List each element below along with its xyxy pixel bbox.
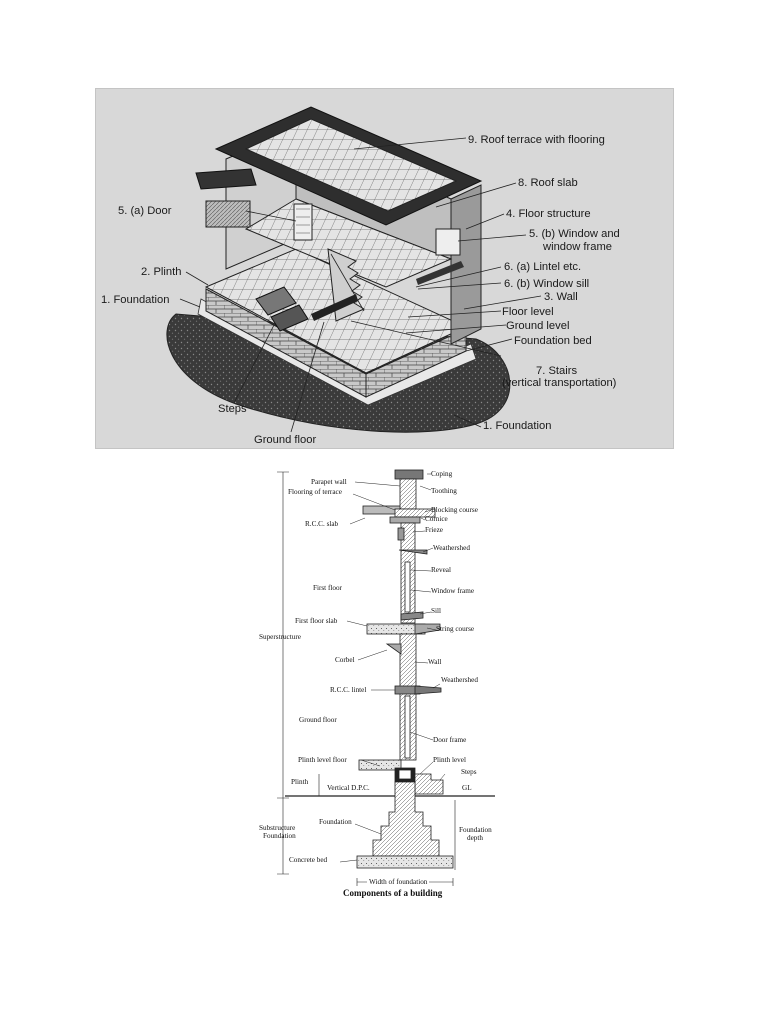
label-toothing: Toothing bbox=[431, 487, 457, 495]
label-rcc-lintel: R.C.C. lintel bbox=[330, 686, 367, 694]
label-stairs-line2: (vertical transportation) bbox=[502, 377, 617, 389]
label-blocking-course: Blocking course bbox=[431, 506, 478, 514]
building-isometric-drawing bbox=[166, 106, 542, 433]
label-roof-slab: 8. Roof slab bbox=[518, 177, 578, 189]
label-parapet-wall: Parapet wall bbox=[311, 478, 347, 486]
label-string-course: String course bbox=[436, 625, 475, 633]
building-isometric-figure: 9. Roof terrace with flooring 8. Roof sl… bbox=[95, 88, 674, 449]
label-plinth-level: Plinth level bbox=[433, 756, 466, 764]
label-floor-level: Floor level bbox=[502, 306, 554, 318]
label-substructure-line1: Substructure bbox=[259, 824, 296, 832]
right-wall bbox=[450, 184, 482, 345]
label-cornice: Cornice bbox=[425, 515, 448, 523]
label-corbel: Corbel bbox=[335, 656, 355, 664]
label-plinth: Plinth bbox=[291, 778, 309, 786]
label-stairs-line1: 7. Stairs bbox=[536, 365, 578, 377]
label-steps: Steps bbox=[218, 403, 247, 415]
label-lintel: 6. (a) Lintel etc. bbox=[504, 261, 582, 273]
wall-section-figure: Coping Parapet wall Toothing Flooring of… bbox=[255, 462, 513, 904]
label-concrete-bed: Concrete bed bbox=[289, 856, 328, 864]
label-steps: Steps bbox=[461, 768, 477, 776]
label-flooring-of-terrace: Flooring of terrace bbox=[288, 488, 342, 496]
label-ground-floor: Ground floor bbox=[254, 434, 317, 446]
figure-caption: Components of a building bbox=[343, 888, 443, 898]
label-plinth-level-floor: Plinth level floor bbox=[298, 756, 347, 764]
label-ground-floor: Ground floor bbox=[299, 716, 337, 724]
label-foundation-depth-line2: depth bbox=[467, 834, 483, 842]
label-substructure-line2: Foundation bbox=[263, 832, 296, 840]
label-wall: Wall bbox=[428, 658, 442, 666]
label-width-of-foundation: Width of foundation bbox=[367, 878, 430, 886]
label-door: 5. (a) Door bbox=[118, 205, 172, 217]
label-window-sill: 6. (b) Window sill bbox=[504, 278, 590, 290]
label-gl: GL bbox=[462, 784, 472, 792]
label-vertical-dpc: Vertical D.P.C. bbox=[327, 784, 370, 792]
label-window-frame-line2: window frame bbox=[543, 241, 613, 253]
label-superstructure: Superstructure bbox=[259, 633, 301, 641]
label-sill: Sill bbox=[431, 607, 441, 615]
label-weathershed-top: Weathershed bbox=[433, 544, 470, 552]
roof-terrace bbox=[244, 118, 458, 212]
label-foundation-depth-line1: Foundation bbox=[459, 826, 492, 834]
label-foundation-left: 1. Foundation bbox=[101, 294, 170, 306]
label-first-floor: First floor bbox=[313, 584, 342, 592]
label-roof-terrace: 9. Roof terrace with flooring bbox=[468, 134, 605, 146]
label-weathershed-mid: Weathershed bbox=[441, 676, 478, 684]
label-coping: Coping bbox=[431, 470, 453, 478]
label-window-frame-line1: 5. (b) Window and bbox=[529, 228, 620, 240]
label-foundation: Foundation bbox=[319, 818, 352, 826]
label-rcc-slab: R.C.C. slab bbox=[305, 520, 339, 528]
label-foundation-right: 1. Foundation bbox=[483, 420, 552, 432]
label-plinth: 2. Plinth bbox=[141, 266, 182, 278]
label-frieze: Frieze bbox=[425, 526, 443, 534]
label-wall: 3. Wall bbox=[544, 291, 578, 303]
label-ground-level: Ground level bbox=[506, 320, 570, 332]
door-shape bbox=[293, 203, 313, 241]
label-window-frame: Window frame bbox=[431, 587, 475, 595]
label-floor-structure: 4. Floor structure bbox=[506, 208, 591, 220]
label-first-floor-slab: First floor slab bbox=[295, 617, 338, 625]
plinth-steps bbox=[255, 286, 297, 316]
label-reveal: Reveal bbox=[431, 566, 451, 574]
label-door-frame: Door frame bbox=[433, 736, 467, 744]
label-foundation-bed: Foundation bed bbox=[514, 335, 592, 347]
